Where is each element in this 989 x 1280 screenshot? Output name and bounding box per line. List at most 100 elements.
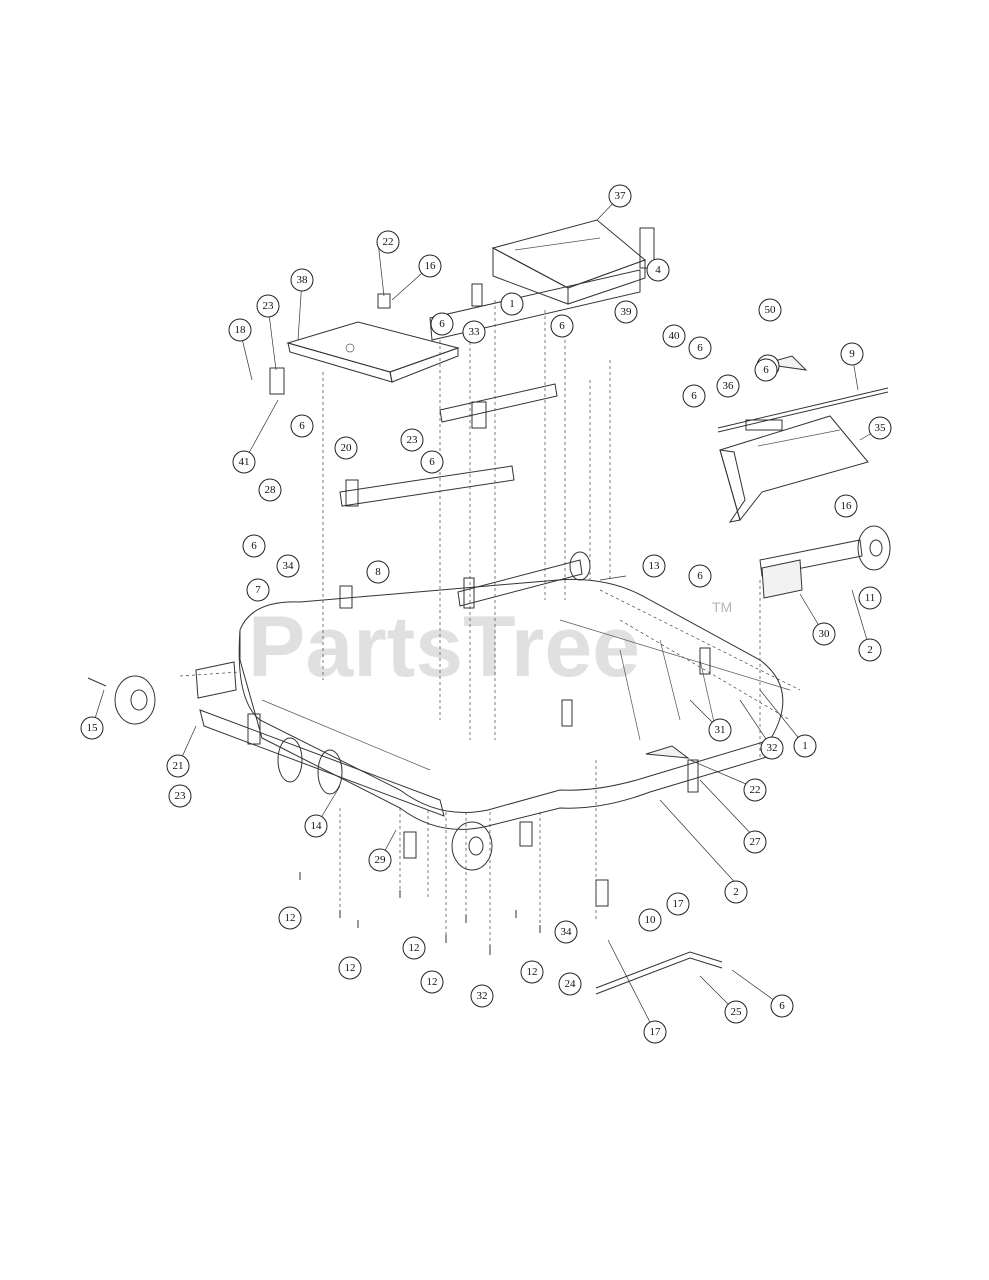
watermark: PartsTree [248,599,640,695]
callout-label: 1 [802,740,808,752]
callout-label: 6 [697,570,703,582]
callout-label: 24 [565,978,577,990]
callout-label: 10 [645,914,657,926]
callout-label: 14 [311,820,323,832]
assembly-lines [179,300,801,950]
callout-28: 28 [258,478,282,502]
callout-label: 2 [733,886,739,898]
callout-label: 32 [767,742,778,754]
upper-mounting-plate [286,321,460,383]
callout-label: 17 [650,1026,662,1038]
callout-12: 12 [520,960,544,984]
callout-15: 15 [80,716,104,740]
callout-label: 9 [849,348,855,360]
callout-27: 27 [743,830,767,854]
callout-group: 3722163861332318643940641509193666356202… [80,184,892,1044]
deflector-plate-lower [645,745,690,759]
deflector-plate-upper [763,355,808,371]
callout-12: 12 [338,956,362,980]
callout-label: 6 [697,342,703,354]
lower-rod [595,951,723,989]
callout-label: 8 [375,566,381,578]
callout-6: 6 [754,358,778,382]
callout-39: 39 [614,300,638,324]
callout-16: 16 [418,254,442,278]
callout-11: 11 [858,586,882,610]
callout-20: 20 [334,436,358,460]
bracket-bars [339,269,641,607]
callout-label: 40 [669,330,681,342]
callout-label: 25 [731,1006,743,1018]
callout-32: 32 [760,736,784,760]
callout-label: 6 [439,318,445,330]
callout-label: 13 [649,560,661,572]
callout-label: 21 [173,760,184,772]
side-shield [719,415,869,523]
callout-label: 32 [477,990,488,1002]
callout-6: 6 [290,414,314,438]
callout-1: 1 [500,292,524,316]
callout-9: 9 [840,342,864,366]
callout-label: 12 [285,912,296,924]
control-panel-box [491,219,646,305]
callout-label: 22 [750,784,761,796]
callout-33: 33 [462,320,486,344]
callout-6: 6 [420,450,444,474]
rod [717,387,889,429]
callout-label: 12 [427,976,438,988]
wheel-arm-right [759,539,863,577]
callout-18: 18 [228,318,252,342]
callout-label: 4 [655,264,661,276]
callout-label: 2 [867,644,873,656]
callout-21: 21 [166,754,190,778]
callout-label: 35 [875,422,887,434]
wheel-right [857,525,891,571]
callout-23: 23 [400,428,424,452]
pulley [569,551,591,581]
callout-34: 34 [554,920,578,944]
callout-label: 33 [469,326,481,338]
callout-label: 31 [715,724,726,736]
callout-8: 8 [366,560,390,584]
wheel-left [114,675,156,725]
callout-label: 12 [527,966,538,978]
callout-17: 17 [643,1020,667,1044]
callout-label: 6 [779,1000,785,1012]
callout-label: 1 [509,298,515,310]
bolts [87,677,541,955]
hardware-brackets [247,227,783,907]
callout-6: 6 [688,564,712,588]
callout-6: 6 [430,312,454,336]
callout-30: 30 [812,622,836,646]
callout-7: 7 [246,578,270,602]
callout-label: 23 [407,434,419,446]
callout-17: 17 [666,892,690,916]
callout-label: 16 [425,260,437,272]
callout-41: 41 [232,450,256,474]
callout-label: 18 [235,324,247,336]
callout-label: 50 [765,304,777,316]
callout-label: 16 [841,500,853,512]
callout-37: 37 [608,184,632,208]
callout-23: 23 [256,294,280,318]
callout-label: 36 [723,380,735,392]
callout-label: 15 [87,722,99,734]
callout-label: 30 [819,628,831,640]
callout-12: 12 [420,970,444,994]
callout-label: 20 [341,442,353,454]
callout-36: 36 [716,374,740,398]
callout-4: 4 [646,258,670,282]
callout-1: 1 [793,734,817,758]
callout-label: 29 [375,854,387,866]
callout-label: 6 [691,390,697,402]
callout-label: 28 [265,484,277,496]
callout-14: 14 [304,814,328,838]
callout-label: 27 [750,836,762,848]
callout-label: 6 [251,540,257,552]
callout-10: 10 [638,908,662,932]
callout-31: 31 [708,718,732,742]
callout-label: 34 [283,560,295,572]
callout-34: 34 [276,554,300,578]
callout-label: 39 [621,306,633,318]
